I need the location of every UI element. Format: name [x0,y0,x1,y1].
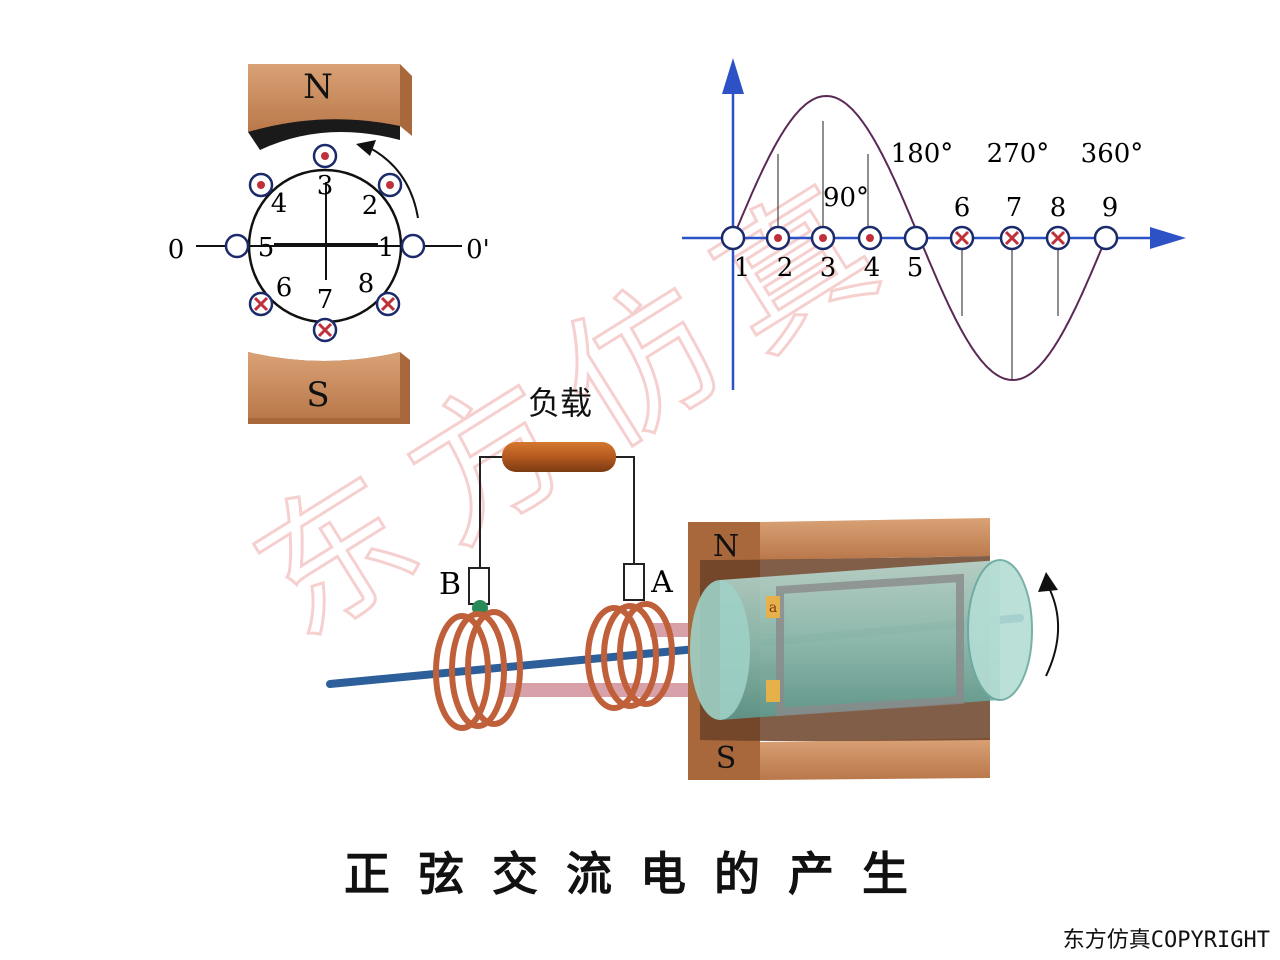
wave-label-1: 1 [734,253,751,283]
pos-label-8: 8 [358,269,375,299]
sine-wave-graph: 90° 180° 270° 360° 1 2 3 4 5 6 7 8 [682,58,1186,390]
magnet-bottom-label: S [306,375,329,415]
pos-label-2: 2 [362,191,379,221]
rotor-cylinder: a [690,559,1033,720]
magnet-bottom-south: S [248,352,410,424]
load-resistor [502,442,616,472]
generator-n-label: N [713,529,739,564]
wave-label-4: 4 [864,253,881,283]
rotation-arrow-icon [356,140,419,219]
axis-label-right: 0' [466,235,490,265]
pos-label-7: 7 [317,285,334,315]
slip-ring-b [433,609,523,731]
degree-label-180: 180° [891,139,954,169]
load-label: 负载 [528,384,592,422]
magnet-top-label: N [303,67,333,107]
x-axis-arrow-icon [1150,227,1186,249]
page-title: 正弦交流电的产生 [344,847,936,901]
rotation-direction-icon [1038,572,1059,677]
generator-s-label: S [716,741,737,776]
copyright-text: 东方仿真COPYRIGHT [1062,928,1270,953]
brush-b [468,567,490,605]
generator-diagram: 负载 B A N S [326,384,1059,780]
brush-a [623,563,645,601]
pos-label-1: 1 [378,233,395,263]
axis-label-left: 0 [168,235,185,265]
brush-a-label: A [650,565,673,600]
pos-label-5: 5 [258,233,275,263]
pos-label-3: 3 [317,171,334,201]
magnet-top-north: N [248,64,412,150]
wave-label-2: 2 [777,253,794,283]
wave-label-9: 9 [1102,193,1119,223]
wave-label-5: 5 [907,253,924,283]
conductor-cross-markers [248,291,401,343]
wave-label-6: 6 [954,193,971,223]
brush-b-label: B [439,567,461,602]
degree-label-360: 360° [1081,139,1144,169]
pos-label-4: 4 [271,189,288,219]
cross-section-diagram: N S 0 0' 1 2 3 4 5 6 7 8 [168,64,490,424]
wave-label-8: 8 [1050,193,1067,223]
y-axis-arrow-icon [722,58,744,94]
slip-ring-a [585,601,675,711]
wave-label-3: 3 [820,253,837,283]
degree-label-270: 270° [987,139,1050,169]
conductor-dot-markers [224,143,426,259]
pos-label-6: 6 [276,273,293,303]
wave-label-7: 7 [1006,193,1023,223]
degree-label-90: 90° [823,183,869,213]
load-wire [479,456,635,572]
coil-side-label: a [769,600,777,616]
